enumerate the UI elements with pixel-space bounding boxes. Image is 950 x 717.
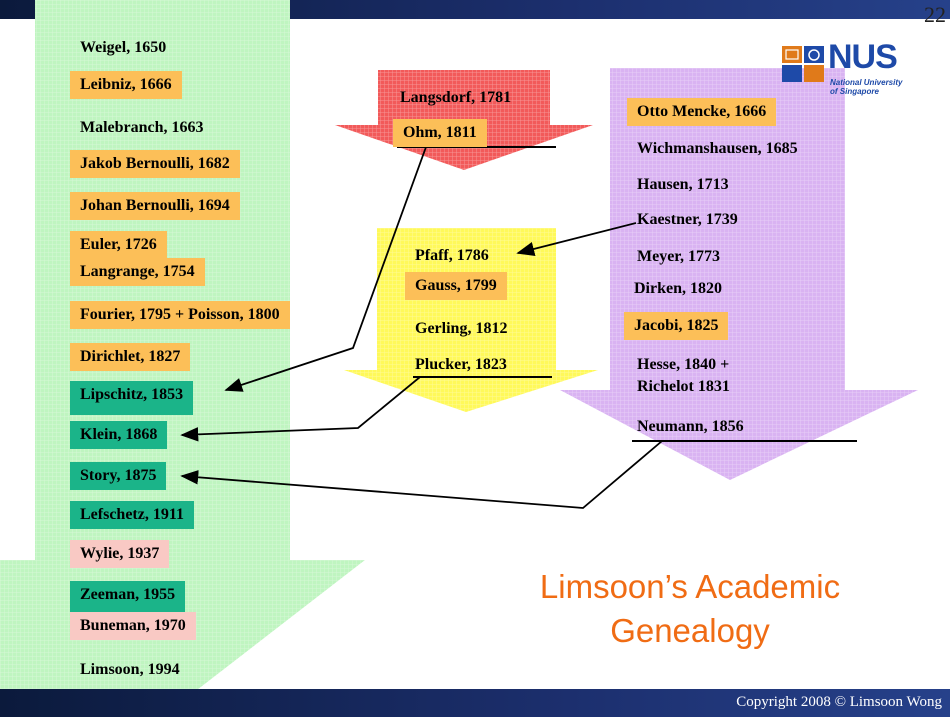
green-item-lipschitz: Lipschitz, 1853 [70,381,194,415]
title-line-1: Limsoon’s Academic [539,568,841,605]
purple-item-hausen: Hausen, 1713 [637,176,729,193]
green-item-zeeman: Zeeman, 1955 [70,581,186,613]
green-item-dirichlet: Dirichlet, 1827 [70,343,191,371]
slide-number: 22 [924,2,946,27]
title-line-2: Genealogy [610,612,770,649]
green-item-story: Story, 1875 [70,462,167,490]
purple-item-otto-mencke: Otto Mencke, 1666 [627,98,777,126]
red-item-langsdorf: Langsdorf, 1781 [400,89,512,106]
purple-item-neumann: Neumann, 1856 [637,418,744,435]
green-item-euler: Euler, 1726 [70,231,167,263]
green-item-malebranch: Malebranch, 1663 [80,119,204,136]
plucker-to-klein-connector [180,376,421,442]
slide-title: Limsoon’s Academic Genealogy [490,565,890,653]
neumann-to-story-connector [180,440,663,509]
purple-item-wichmanshausen: Wichmanshausen, 1685 [637,140,798,157]
bottom-footer-bar [0,689,950,717]
kaestner-to-pfaff-connector [516,222,637,256]
copyright-text: Copyright 2008 © Limsoon Wong [736,694,942,710]
green-item-langrange: Langrange, 1754 [70,258,205,286]
yellow-item-gerling: Gerling, 1812 [415,320,508,337]
purple-item-meyer: Meyer, 1773 [637,248,720,265]
yellow-item-pfaff: Pfaff, 1786 [415,247,489,264]
purple-item-richelot: Richelot 1831 [637,378,730,395]
green-item-klein: Klein, 1868 [70,421,168,449]
nus-crest-icon [782,46,824,82]
green-item-buneman: Buneman, 1970 [70,612,196,640]
ohm-to-lipschitz-connector [224,146,427,392]
green-item-limsoon: Limsoon, 1994 [80,661,180,678]
green-item-lefschetz: Lefschetz, 1911 [70,501,194,529]
nus-logo-text: NUS [828,38,898,76]
green-item-johan-bernoulli: Johan Bernoulli, 1694 [70,192,240,220]
nus-logo: NUS National University of Singapore [780,38,930,116]
green-item-leibniz: Leibniz, 1666 [70,71,182,99]
red-item-ohm: Ohm, 1811 [393,119,487,147]
purple-item-jacobi: Jacobi, 1825 [624,312,729,340]
green-item-wylie: Wylie, 1937 [70,540,170,568]
purple-item-kaestner: Kaestner, 1739 [637,211,738,228]
green-item-weigel: Weigel, 1650 [80,39,167,56]
yellow-item-plucker: Plucker, 1823 [415,356,507,373]
green-item-fourier-poisson: Fourier, 1795 + Poisson, 1800 [70,301,290,329]
purple-item-dirken: Dirken, 1820 [634,280,722,297]
yellow-item-gauss: Gauss, 1799 [405,272,507,300]
nus-logo-subtitle: National University of Singapore [830,78,903,96]
green-item-jakob-bernoulli: Jakob Bernoulli, 1682 [70,150,240,178]
purple-item-hesse: Hesse, 1840 + [637,356,730,373]
